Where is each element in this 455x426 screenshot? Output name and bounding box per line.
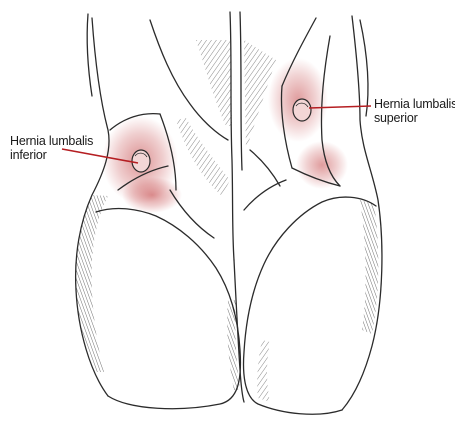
hernia-superior-bulge bbox=[293, 99, 311, 121]
label-hernia-lumbalis-inferior: Hernia lumbalis inferior bbox=[10, 134, 93, 162]
label-inferior-line1: Hernia lumbalis bbox=[10, 134, 93, 148]
label-hernia-lumbalis-superior: Hernia lumbalis superior bbox=[374, 97, 455, 125]
label-superior-line1: Hernia lumbalis bbox=[374, 97, 455, 111]
label-inferior-line2: inferior bbox=[10, 148, 93, 162]
hernia-inferior-bulge bbox=[132, 150, 150, 172]
shading-hatching bbox=[76, 40, 379, 402]
label-superior-line2: superior bbox=[374, 111, 455, 125]
